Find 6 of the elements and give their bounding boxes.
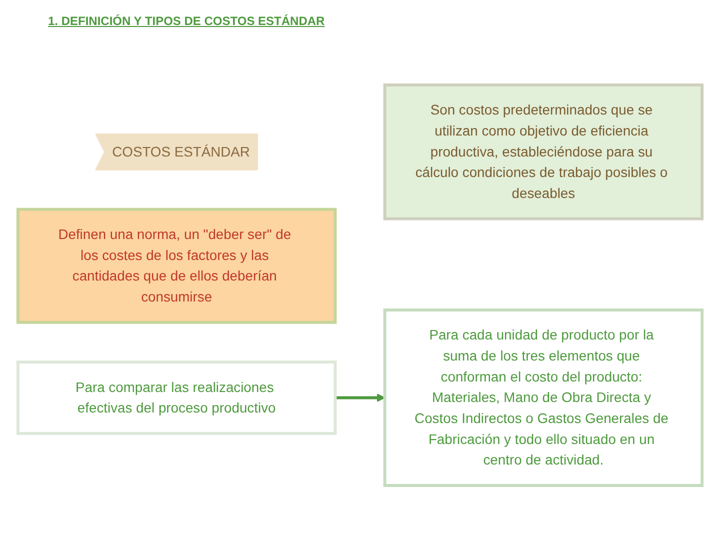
- node-box: Para cada unidad de producto por la suma de los tres elementos que conforman el costo del producto: Materiales, Mano de Obra Directa y Costos Indirectos o Gastos Generales de Fabricación y todo ello situado en un centro de actividad.: [383, 308, 704, 487]
- node-box: Definen una norma, un "deber ser" de los costes de los factores y las cantidades que de ellos deberían consumirse: [16, 208, 337, 324]
- node-box: Son costos predeterminados que se utilizan como objetivo de eficiencia productiva, estableciéndose para su cálculo condiciones de trabajo posibles o deseables: [383, 83, 704, 220]
- node-box: Para comparar las realizaciones efectivas del proceso productivo: [16, 360, 337, 435]
- arrow: [335, 393, 386, 402]
- title: 1. DEFINICIÓN Y TIPOS DE COSTOS ESTÁNDAR: [48, 14, 325, 28]
